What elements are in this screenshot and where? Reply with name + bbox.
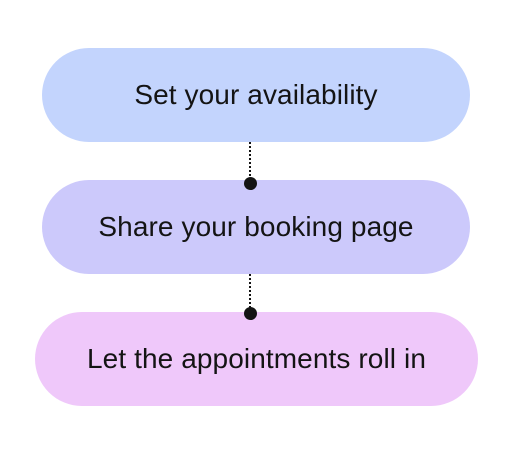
step-set-availability: Set your availability xyxy=(42,48,470,142)
connector-line-2 xyxy=(249,274,251,312)
step-appointments-roll-in: Let the appointments roll in xyxy=(35,312,478,406)
connector-dot-2 xyxy=(244,307,257,320)
connector-dot-1 xyxy=(244,177,257,190)
step-share-booking-page: Share your booking page xyxy=(42,180,470,274)
connector-line-1 xyxy=(249,142,251,180)
